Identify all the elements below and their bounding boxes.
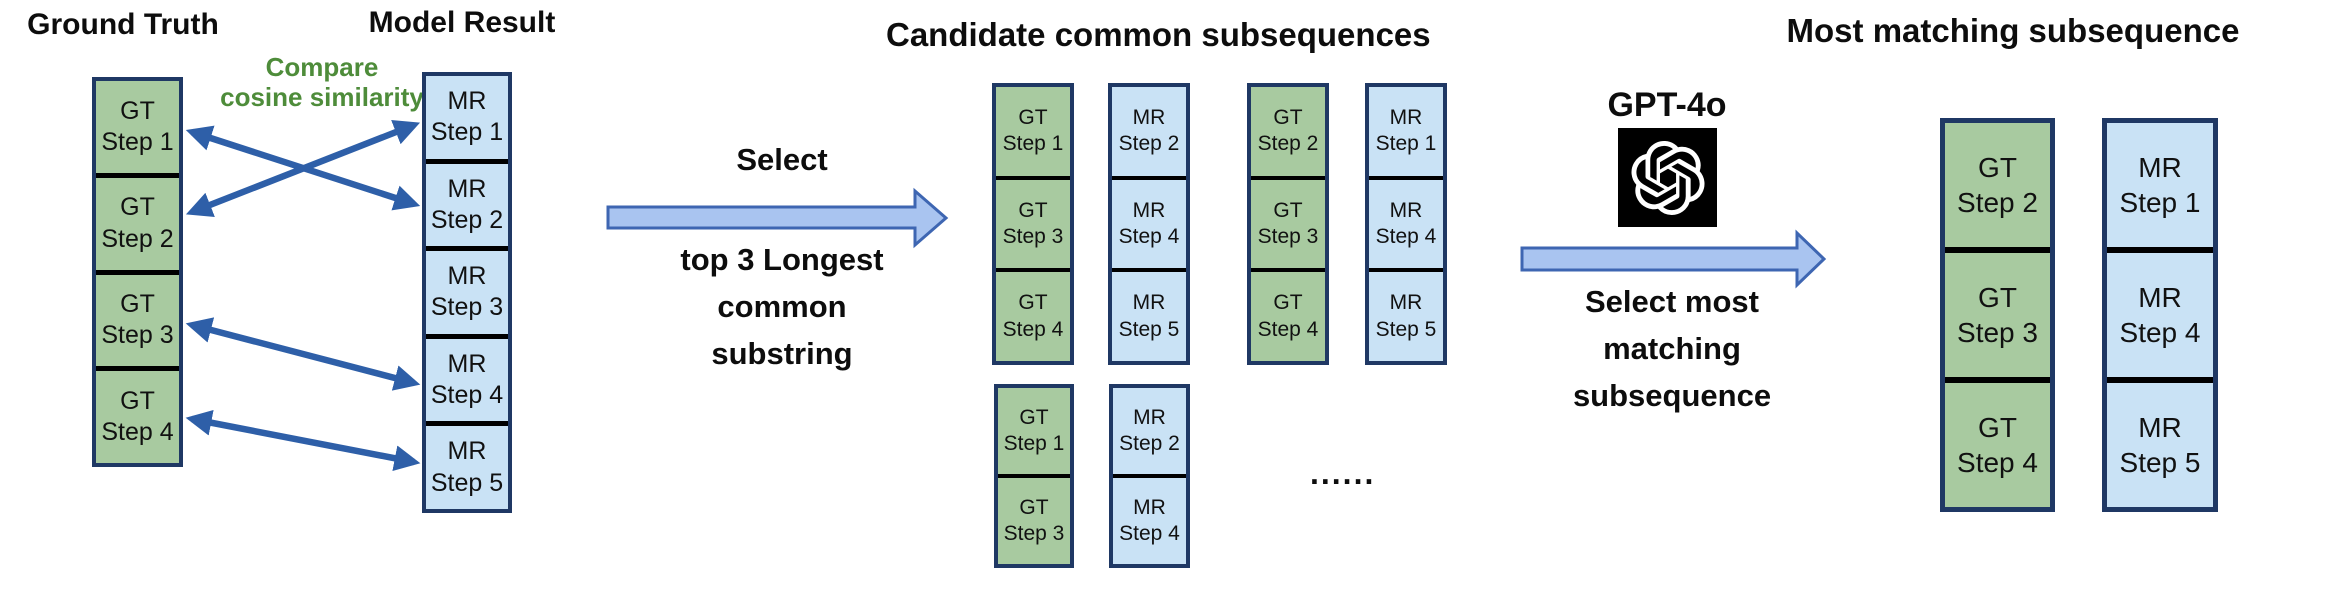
more-candidates-ellipsis: ...... <box>1310 455 1376 491</box>
mr-step-cell: MR Step 2 <box>1112 87 1186 176</box>
candidate2-mr-column: MR Step 1 MR Step 4 MR Step 5 <box>1365 83 1447 365</box>
gt-step-cell: GT Step 3 <box>1251 175 1325 269</box>
select-most-matching-label: Select most matching subsequence <box>1572 284 1772 413</box>
mr-step-cell: MR Step 4 <box>1112 175 1186 269</box>
gt-step-cell: GT Step 4 <box>96 366 179 463</box>
gt-step-cell: GT Step 1 <box>96 81 179 173</box>
gt-step-cell: GT Step 4 <box>1945 377 2050 507</box>
ground-truth-title: Ground Truth <box>27 8 219 41</box>
mr-step-cell: MR Step 4 <box>1113 474 1186 564</box>
cosine-arrow-gt4-mr5 <box>185 409 421 472</box>
mr-step-cell: MR Step 1 <box>2107 123 2213 247</box>
gt-step-cell: GT Step 1 <box>996 87 1070 176</box>
mr-step-cell: MR Step 4 <box>1369 175 1443 269</box>
mr-step-cell: MR Step 5 <box>1112 268 1186 362</box>
ground-truth-column: GT Step 1 GT Step 2 GT Step 3 GT Step 4 <box>92 77 183 467</box>
mr-step-cell: MR Step 4 <box>426 333 508 422</box>
gt-step-cell: GT Step 4 <box>1251 268 1325 362</box>
mr-step-cell: MR Step 4 <box>2107 247 2213 377</box>
gt-step-cell: GT Step 4 <box>996 268 1070 362</box>
result-gt-column: GT Step 2 GT Step 3 GT Step 4 <box>1940 118 2055 512</box>
openai-logo-icon <box>1618 128 1717 227</box>
candidate3-gt-column: GT Step 1 GT Step 3 <box>994 384 1074 568</box>
candidate3-mr-column: MR Step 2 MR Step 4 <box>1109 384 1190 568</box>
candidate1-mr-column: MR Step 2 MR Step 4 MR Step 5 <box>1108 83 1190 365</box>
mr-step-cell: MR Step 3 <box>426 246 508 334</box>
gt-step-cell: GT Step 2 <box>1945 123 2050 247</box>
gt-step-cell: GT Step 3 <box>96 269 179 367</box>
top3-longest-common-substring-label: top 3 Longest common substring <box>680 242 884 371</box>
model-result-column: MR Step 1 MR Step 2 MR Step 3 MR Step 4 … <box>422 72 512 513</box>
mr-step-cell: MR Step 5 <box>1369 268 1443 362</box>
gpt-4o-label: GPT-4o <box>1607 86 1727 124</box>
gt-step-cell: GT Step 2 <box>96 172 179 270</box>
model-result-title: Model Result <box>368 6 556 39</box>
result-title: Most matching subsequence <box>1786 12 2240 49</box>
mr-step-cell: MR Step 5 <box>2107 377 2213 507</box>
gt-step-cell: GT Step 3 <box>1945 247 2050 377</box>
gt-step-cell: GT Step 1 <box>998 388 1070 474</box>
gt-step-cell: GT Step 3 <box>998 474 1070 564</box>
select-label: Select <box>736 142 828 177</box>
candidate1-gt-column: GT Step 1 GT Step 3 GT Step 4 <box>992 83 1074 365</box>
gt-step-cell: GT Step 3 <box>996 175 1070 269</box>
candidates-title: Candidate common subsequences <box>886 16 1431 53</box>
cosine-arrow-gt1-mr2 <box>185 125 421 211</box>
mr-step-cell: MR Step 2 <box>426 158 508 247</box>
cosine-arrow-gt3-mr4 <box>185 317 421 391</box>
gt-step-cell: GT Step 2 <box>1251 87 1325 176</box>
mr-step-cell: MR Step 1 <box>1369 87 1443 176</box>
compare-cosine-similarity-label: Compare cosine similarity <box>220 52 424 112</box>
result-mr-column: MR Step 1 MR Step 4 MR Step 5 <box>2102 118 2218 512</box>
mr-step-cell: MR Step 5 <box>426 421 508 509</box>
candidate2-gt-column: GT Step 2 GT Step 3 GT Step 4 <box>1247 83 1329 365</box>
mr-step-cell: MR Step 1 <box>426 76 508 159</box>
cosine-arrow-gt2-mr1 <box>185 120 421 217</box>
mr-step-cell: MR Step 2 <box>1113 388 1186 474</box>
